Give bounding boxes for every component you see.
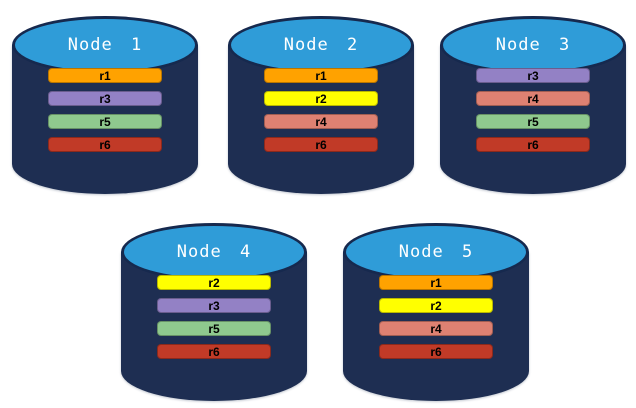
node-title: Node 4 [176, 242, 252, 262]
replica-bar-list: r2 r3 r5 r6 [121, 275, 307, 359]
cylinder-top-ellipse: Node 2 [228, 16, 414, 74]
database-node-5: Node 5 r1 r2 r4 r6 [343, 223, 529, 401]
replica-bar-r6: r6 [379, 344, 493, 359]
replica-bar-list: r1 r2 r4 r6 [228, 68, 414, 152]
node-title: Node 2 [283, 35, 359, 55]
replica-bar-r3: r3 [48, 91, 162, 106]
replica-bar-r2: r2 [157, 275, 271, 290]
replica-label: r3 [527, 68, 539, 83]
replica-bar-r1: r1 [264, 68, 378, 83]
replica-label: r1 [315, 68, 327, 83]
replica-bar-r4: r4 [379, 321, 493, 336]
replica-bar-r2: r2 [264, 91, 378, 106]
replica-label: r6 [208, 344, 220, 359]
replica-label: r3 [208, 298, 220, 313]
replica-bar-r2: r2 [379, 298, 493, 313]
replica-bar-list: r1 r3 r5 r6 [12, 68, 198, 152]
cylinder-top-ellipse: Node 4 [121, 223, 307, 281]
database-node-1: Node 1 r1 r3 r5 r6 [12, 16, 198, 194]
replica-bar-list: r3 r4 r5 r6 [440, 68, 626, 152]
replica-bar-r3: r3 [476, 68, 590, 83]
replica-label: r2 [315, 91, 327, 106]
replica-bar-r6: r6 [48, 137, 162, 152]
node-title: Node 1 [67, 35, 143, 55]
replica-label: r3 [99, 91, 111, 106]
cylinder-top-ellipse: Node 3 [440, 16, 626, 74]
replica-label: r4 [430, 321, 442, 336]
replica-bar-r6: r6 [264, 137, 378, 152]
replica-bar-r1: r1 [379, 275, 493, 290]
replica-label: r4 [527, 91, 539, 106]
replica-label: r1 [99, 68, 111, 83]
replica-bar-r4: r4 [476, 91, 590, 106]
replica-bar-r3: r3 [157, 298, 271, 313]
replica-label: r6 [315, 137, 327, 152]
replica-label: r6 [99, 137, 111, 152]
replica-label: r5 [99, 114, 111, 129]
cylinder-top-ellipse: Node 1 [12, 16, 198, 74]
cylinder-top-ellipse: Node 5 [343, 223, 529, 281]
database-node-3: Node 3 r3 r4 r5 r6 [440, 16, 626, 194]
replica-bar-r4: r4 [264, 114, 378, 129]
replica-label: r2 [208, 275, 220, 290]
replica-bar-r6: r6 [476, 137, 590, 152]
replica-bar-r5: r5 [48, 114, 162, 129]
replica-bar-list: r1 r2 r4 r6 [343, 275, 529, 359]
database-node-2: Node 2 r1 r2 r4 r6 [228, 16, 414, 194]
replica-bar-r5: r5 [476, 114, 590, 129]
node-title: Node 5 [398, 242, 474, 262]
database-node-4: Node 4 r2 r3 r5 r6 [121, 223, 307, 401]
replica-bar-r5: r5 [157, 321, 271, 336]
replica-label: r5 [527, 114, 539, 129]
replica-bar-r1: r1 [48, 68, 162, 83]
replica-label: r2 [430, 298, 442, 313]
replica-label: r1 [430, 275, 442, 290]
replica-label: r4 [315, 114, 327, 129]
replica-label: r6 [430, 344, 442, 359]
node-title: Node 3 [495, 35, 571, 55]
replica-label: r6 [527, 137, 539, 152]
replica-bar-r6: r6 [157, 344, 271, 359]
replica-label: r5 [208, 321, 220, 336]
